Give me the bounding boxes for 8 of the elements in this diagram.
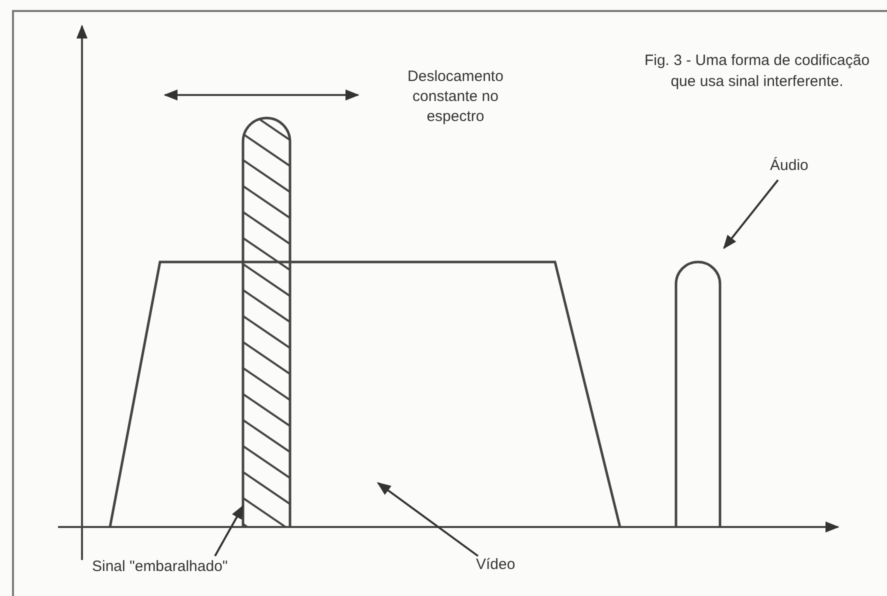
leader-arrow	[214, 504, 244, 556]
callout-label: Sinal "embaralhado"	[92, 557, 229, 577]
callout-label: Áudio	[770, 156, 810, 176]
annotation-text: Deslocamento constante no espectro	[406, 67, 504, 127]
callout-label: Vídeo	[476, 555, 516, 575]
figure-caption: Fig. 3 - Uma forma de codificação que usa sinal interferente.	[643, 51, 871, 92]
leader-arrow	[376, 482, 479, 557]
leader-arrow	[723, 179, 779, 250]
